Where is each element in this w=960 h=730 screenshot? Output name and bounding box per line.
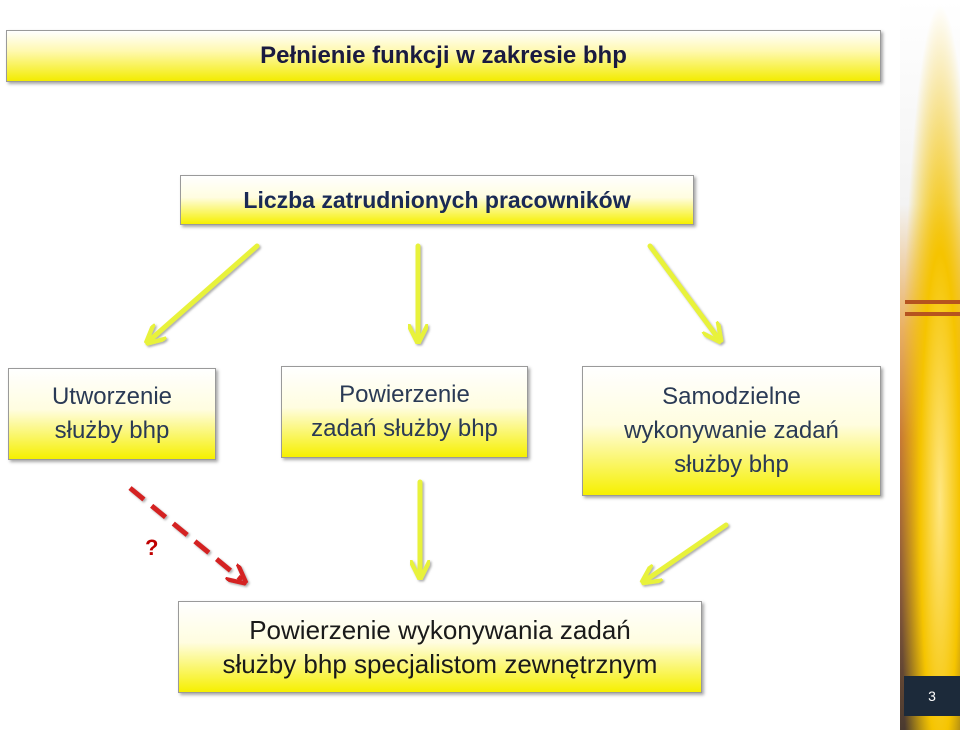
option-label: Samodzielne wykonywanie zadań służby bhp <box>624 383 839 478</box>
arrow-to-self-perform <box>647 243 718 338</box>
crane-beam <box>905 312 960 316</box>
option-self-perform: Samodzielne wykonywanie zadań służby bhp <box>582 366 881 496</box>
criterion-text: Liczba zatrudnionych pracowników <box>243 186 631 213</box>
question-mark: ? <box>145 535 159 560</box>
slide-title: Pełnienie funkcji w zakresie bhp <box>6 30 881 82</box>
outcome-text: Powierzenie wykonywania zadań służby bhp… <box>222 615 658 679</box>
option-label: Powierzenie zadań służby bhp <box>311 381 498 442</box>
dashed-arrow-create-to-outcome <box>128 486 242 580</box>
page-number-text: 3 <box>928 688 936 704</box>
option-delegate-tasks: Powierzenie zadań służby bhp <box>281 366 528 458</box>
criterion-box: Liczba zatrudnionych pracowników <box>180 175 694 225</box>
arrow-self-to-outcome <box>646 522 729 580</box>
outcome-external-specialists: Powierzenie wykonywania zadań służby bhp… <box>178 601 702 693</box>
page-number: 3 <box>904 676 960 716</box>
slide-title-text: Pełnienie funkcji w zakresie bhp <box>260 42 627 69</box>
option-create-service: Utworzenie służby bhp <box>8 368 216 460</box>
arrow-to-create-service <box>150 243 260 340</box>
option-label: Utworzenie służby bhp <box>51 383 173 444</box>
construction-photo-strip <box>900 0 960 730</box>
crane-beam <box>905 300 960 304</box>
